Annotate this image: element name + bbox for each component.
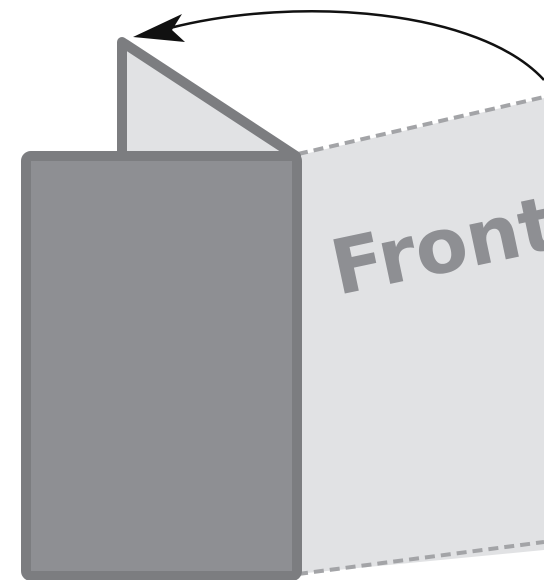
- front-panel-top-fold-line: [297, 95, 544, 156]
- front-panel-bottom-fold-line: [297, 540, 544, 576]
- back-panel: [21, 151, 302, 580]
- front-panel: [296, 98, 544, 574]
- curved-arrow-left-icon: [133, 14, 185, 42]
- fold-arrow-curve: [169, 10, 544, 81]
- folded-flap: [117, 37, 301, 161]
